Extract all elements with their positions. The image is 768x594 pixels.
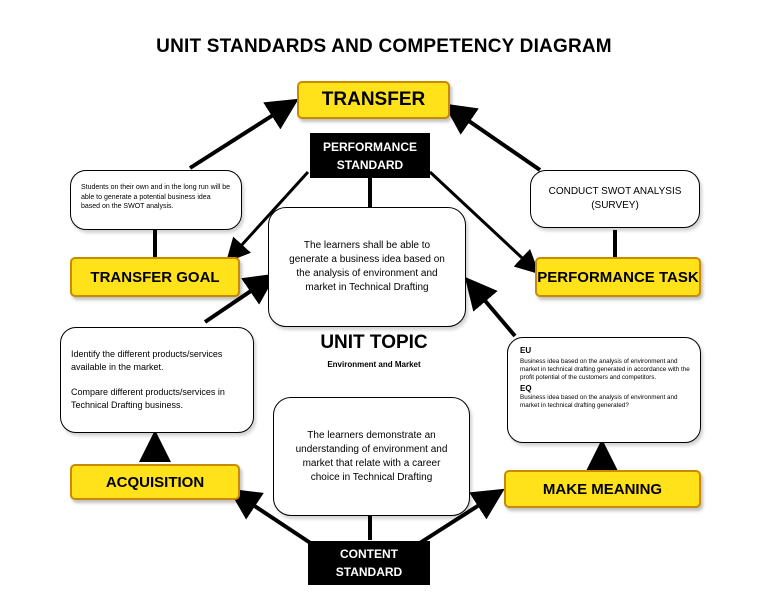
acquisition-item-2: Compare different products/services in T…	[71, 387, 225, 410]
arrow-meaning-to-center	[464, 276, 517, 338]
performance-standard-block: PERFORMANCE STANDARD	[310, 133, 430, 178]
performance-standard-line1: PERFORMANCE	[322, 139, 417, 154]
make-meaning-note: EU Business idea based on the analysis o…	[507, 337, 701, 443]
acquisition-note: Identify the different products/services…	[60, 327, 254, 433]
arrow-content-to-acquisition	[228, 488, 320, 550]
transfer-goal-note-text: Students on their own and in the long ru…	[81, 184, 231, 210]
arrow-goal-to-transfer	[188, 98, 299, 170]
transfer-box: TRANSFER	[297, 81, 450, 119]
performance-standard-line2: STANDARD	[336, 157, 404, 172]
diagram-title: UNIT STANDARDS AND COMPETENCY DIAGRAM	[156, 36, 612, 57]
content-standard-block: CONTENT STANDARD	[308, 541, 430, 585]
eq-text: Business idea based on the analysis of e…	[520, 393, 678, 409]
content-standard-line1: CONTENT	[340, 547, 398, 561]
arrow-standard-to-goal	[225, 170, 310, 263]
make-meaning-box: MAKE MEANING	[504, 470, 701, 508]
eq-label: EQ	[520, 383, 532, 393]
transfer-goal-note: Students on their own and in the long ru…	[70, 170, 242, 230]
acquisition-box: ACQUISITION	[70, 464, 240, 500]
unit-topic-title: UNIT TOPIC	[320, 332, 428, 353]
eu-label: EU	[520, 346, 532, 355]
performance-standard-text-box: The learners shall be able to generate a…	[268, 207, 466, 327]
arrow-task-to-transfer	[443, 103, 542, 172]
unit-topic-subtitle: Environment and Market	[327, 360, 421, 369]
transfer-goal-box: TRANSFER GOAL	[70, 257, 240, 297]
performance-task-box: PERFORMANCE TASK	[535, 257, 701, 297]
eu-text: Business idea based on the analysis of e…	[520, 358, 690, 382]
performance-task-note: CONDUCT SWOT ANALYSIS (SURVEY)	[530, 170, 700, 228]
arrow-acquisition-to-center	[203, 273, 277, 324]
content-standard-text-box: The learners demonstrate an understandin…	[273, 397, 470, 516]
arrow-standard-to-task	[428, 170, 540, 275]
acquisition-item-1: Identify the different products/services…	[71, 349, 223, 372]
content-standard-line2: STANDARD	[335, 565, 403, 579]
arrow-content-to-meaning	[410, 488, 505, 550]
